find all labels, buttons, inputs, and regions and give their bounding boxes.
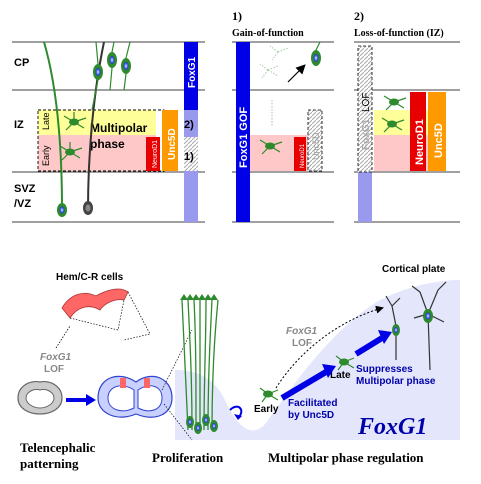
- suppresses-label-2: Multipolar phase: [356, 376, 436, 387]
- gof-multipolar-cell: [259, 139, 283, 155]
- hem-cr-label: Hem/C-R cells: [56, 272, 124, 283]
- early-zone: [38, 135, 156, 171]
- panel1-subtitle: Gain-of-function: [232, 28, 304, 39]
- layer-label-svz: SVZ: [14, 183, 36, 195]
- panel-development-summary: FoxG1 Hem/C-R cells FoxG1 LOF: [17, 264, 460, 471]
- foxg1-gof-label: FoxG1 GOF: [238, 107, 250, 168]
- multipolar-cell: [63, 112, 87, 131]
- unc5d-label: Unc5D: [167, 128, 178, 160]
- neurod1-label: NeuroD1: [152, 140, 159, 168]
- panel-gain-of-function: 1) Gain-of-function FoxG1 GOF NeuroD1 Un…: [232, 9, 334, 223]
- lof-unc5d-label: Unc5D: [433, 123, 445, 158]
- multipolar-cell: [59, 142, 83, 161]
- layer-label-iz: IZ: [14, 119, 24, 131]
- panel1-title: 1): [232, 9, 242, 23]
- late-multipolar-cell: [335, 355, 355, 371]
- lof-multipolar-cell: [381, 117, 405, 133]
- telencephalon-early: [17, 381, 63, 415]
- foxg1-lof-left-1: FoxG1: [40, 352, 72, 363]
- progenitor-cells: [186, 414, 218, 434]
- stage-telencephalic-2: patterning: [20, 456, 79, 471]
- facilitated-label-1: Facilitated: [288, 398, 337, 409]
- foxg1-column-label: FoxG1: [187, 56, 198, 88]
- foxg1-gof-bar: [236, 42, 250, 222]
- foxg1-lof-right-1: FoxG1: [286, 326, 318, 337]
- foxg1-lof-left-2: LOF: [44, 364, 64, 375]
- gof-unc5d-box: [307, 109, 323, 172]
- late-label-bottom: Late: [330, 370, 351, 381]
- early-label: Early: [41, 145, 51, 166]
- gof-unc5d-label: Unc5D: [311, 132, 321, 160]
- panel-main-layers: CP IZ SVZ /VZ Late Early Multipolar phas…: [12, 41, 205, 223]
- stage-multipolar: Multipolar phase regulation: [268, 450, 424, 465]
- panel-loss-of-function: 2) Loss-of-function (IZ) FoxG1 LOF Neuro…: [354, 9, 460, 223]
- gof-neurod1-bar: [294, 137, 306, 171]
- panel2-title: 2): [354, 9, 364, 23]
- lof-neurod1-label: NeuroD1: [414, 119, 426, 165]
- telencephalon-late: [97, 375, 173, 418]
- cortical-plate-label: Cortical plate: [382, 264, 446, 275]
- multipolar-label-1: Multipolar: [90, 121, 148, 135]
- lof-label: LOF: [361, 93, 372, 112]
- early-multipolar-cell: [259, 387, 279, 403]
- layer-label-vz: /VZ: [14, 198, 31, 210]
- lof-neurod1-bar: [410, 92, 426, 171]
- foxg1-gradient-background: [175, 280, 460, 440]
- radial-glia-bundle: [181, 299, 219, 431]
- panel2-subtitle: Loss-of-function (IZ): [354, 28, 444, 39]
- suppresses-arrow-icon: [354, 335, 384, 357]
- lof-foxg1-dashed: [357, 45, 373, 173]
- cortical-plate-neuron: [385, 295, 401, 360]
- lof-unc5d-bar: [428, 92, 446, 171]
- gof-neurod1-label: NeuroD1: [300, 143, 306, 168]
- neurod1-bar: [146, 137, 160, 171]
- cortical-plate-neuron: [411, 281, 447, 371]
- suppresses-label-1: Suppresses: [356, 364, 413, 375]
- lof-foxg1-label: FoxG1: [361, 118, 372, 150]
- stage-telencephalic-1: Telencephalic: [20, 440, 96, 455]
- foxg1-column-dark: [184, 42, 198, 110]
- late-label: Late: [41, 112, 51, 130]
- facilitated-arrow-icon: [280, 369, 328, 401]
- early-label-bottom: Early: [254, 404, 279, 415]
- foxg1-hatched: [184, 137, 198, 171]
- foxg1-lof-right-2: LOF: [292, 338, 312, 349]
- layer-label-cp: CP: [14, 57, 29, 69]
- lof-foxg1-light: [358, 172, 372, 222]
- lof-multipolar-cell: [383, 95, 407, 111]
- foxg1-big-label: FoxG1: [357, 414, 427, 440]
- marker-2: 2): [184, 119, 194, 131]
- multipolar-label-2: phase: [90, 137, 125, 151]
- hem-cr-shape: [61, 288, 129, 319]
- stage-proliferation: Proliferation: [152, 450, 224, 465]
- marker-1: 1): [184, 151, 194, 163]
- unc5d-bar: [162, 110, 178, 171]
- facilitated-label-2: by Unc5D: [288, 410, 334, 421]
